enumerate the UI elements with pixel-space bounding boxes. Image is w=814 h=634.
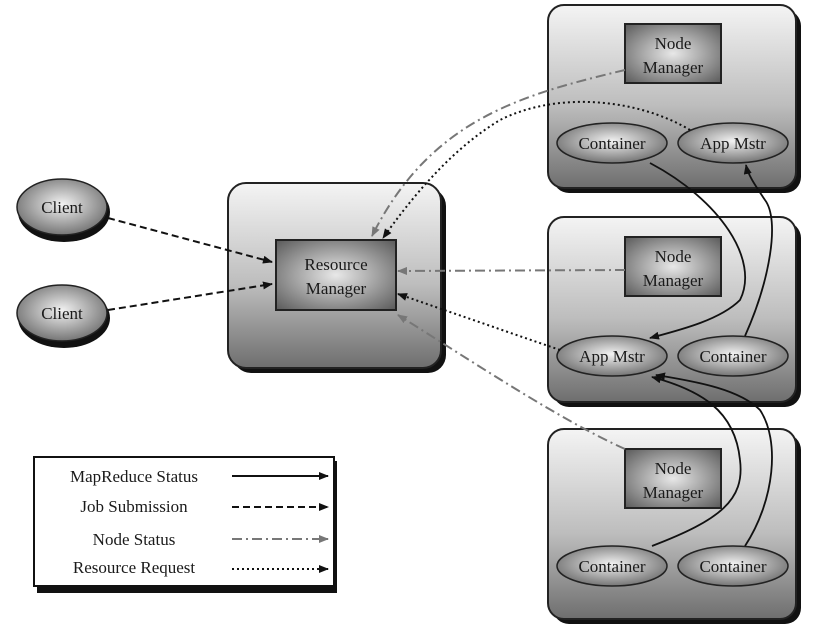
app-master-label: App Mstr bbox=[579, 347, 645, 366]
node-status-arrow bbox=[397, 266, 626, 275]
job-submission-arrow bbox=[107, 217, 273, 264]
container-ellipse bbox=[677, 545, 789, 587]
job-submission-arrow bbox=[107, 281, 273, 311]
rm-label-line1: Resource bbox=[304, 255, 367, 274]
client-1: Client bbox=[16, 178, 110, 242]
node-panel-2: Node Manager App Mstr Container bbox=[547, 216, 801, 407]
client-2: Client bbox=[16, 284, 110, 348]
node-manager-label-line1: Node bbox=[655, 34, 692, 53]
node-manager-label-line2: Manager bbox=[643, 271, 704, 290]
mapreduce-status-arrow bbox=[649, 162, 746, 340]
legend-label: Resource Request bbox=[73, 558, 196, 577]
node-status-arrow bbox=[397, 314, 626, 450]
legend: MapReduce Status Job Submission Node Sta… bbox=[33, 456, 337, 593]
node-manager-box bbox=[624, 23, 722, 84]
resource-request-arrow bbox=[397, 293, 561, 351]
node-panel-3: Node Manager Container Container bbox=[547, 428, 801, 624]
container-ellipse bbox=[556, 122, 668, 164]
legend-label: Job Submission bbox=[80, 497, 188, 516]
mapreduce-status-arrow bbox=[743, 164, 773, 337]
container-label: Container bbox=[578, 134, 645, 153]
node-manager-label-line1: Node bbox=[655, 247, 692, 266]
legend-label: Node Status bbox=[93, 530, 176, 549]
node-status-arrow bbox=[371, 69, 626, 237]
app-master-ellipse bbox=[677, 122, 789, 164]
mapreduce-status-arrow bbox=[651, 375, 742, 547]
node-manager-label-line2: Manager bbox=[643, 58, 704, 77]
node-manager-label-line2: Manager bbox=[643, 483, 704, 502]
app-master-ellipse bbox=[556, 335, 668, 377]
node-manager-label-line1: Node bbox=[655, 459, 692, 478]
container-ellipse bbox=[677, 335, 789, 377]
node-panel-1: Node Manager Container App Mstr bbox=[547, 4, 801, 193]
legend-label: MapReduce Status bbox=[70, 467, 198, 486]
container-ellipse bbox=[556, 545, 668, 587]
container-label: Container bbox=[578, 557, 645, 576]
container-label: Container bbox=[699, 557, 766, 576]
node-manager-box bbox=[624, 236, 722, 297]
app-master-label: App Mstr bbox=[700, 134, 766, 153]
resource-manager-panel: Resource Manager bbox=[227, 182, 446, 373]
client-label: Client bbox=[41, 304, 83, 323]
mapreduce-status-arrow bbox=[655, 372, 773, 547]
resource-manager-box bbox=[275, 239, 397, 311]
container-label: Container bbox=[699, 347, 766, 366]
client-label: Client bbox=[41, 198, 83, 217]
rm-label-line2: Manager bbox=[306, 279, 367, 298]
node-manager-box bbox=[624, 448, 722, 509]
